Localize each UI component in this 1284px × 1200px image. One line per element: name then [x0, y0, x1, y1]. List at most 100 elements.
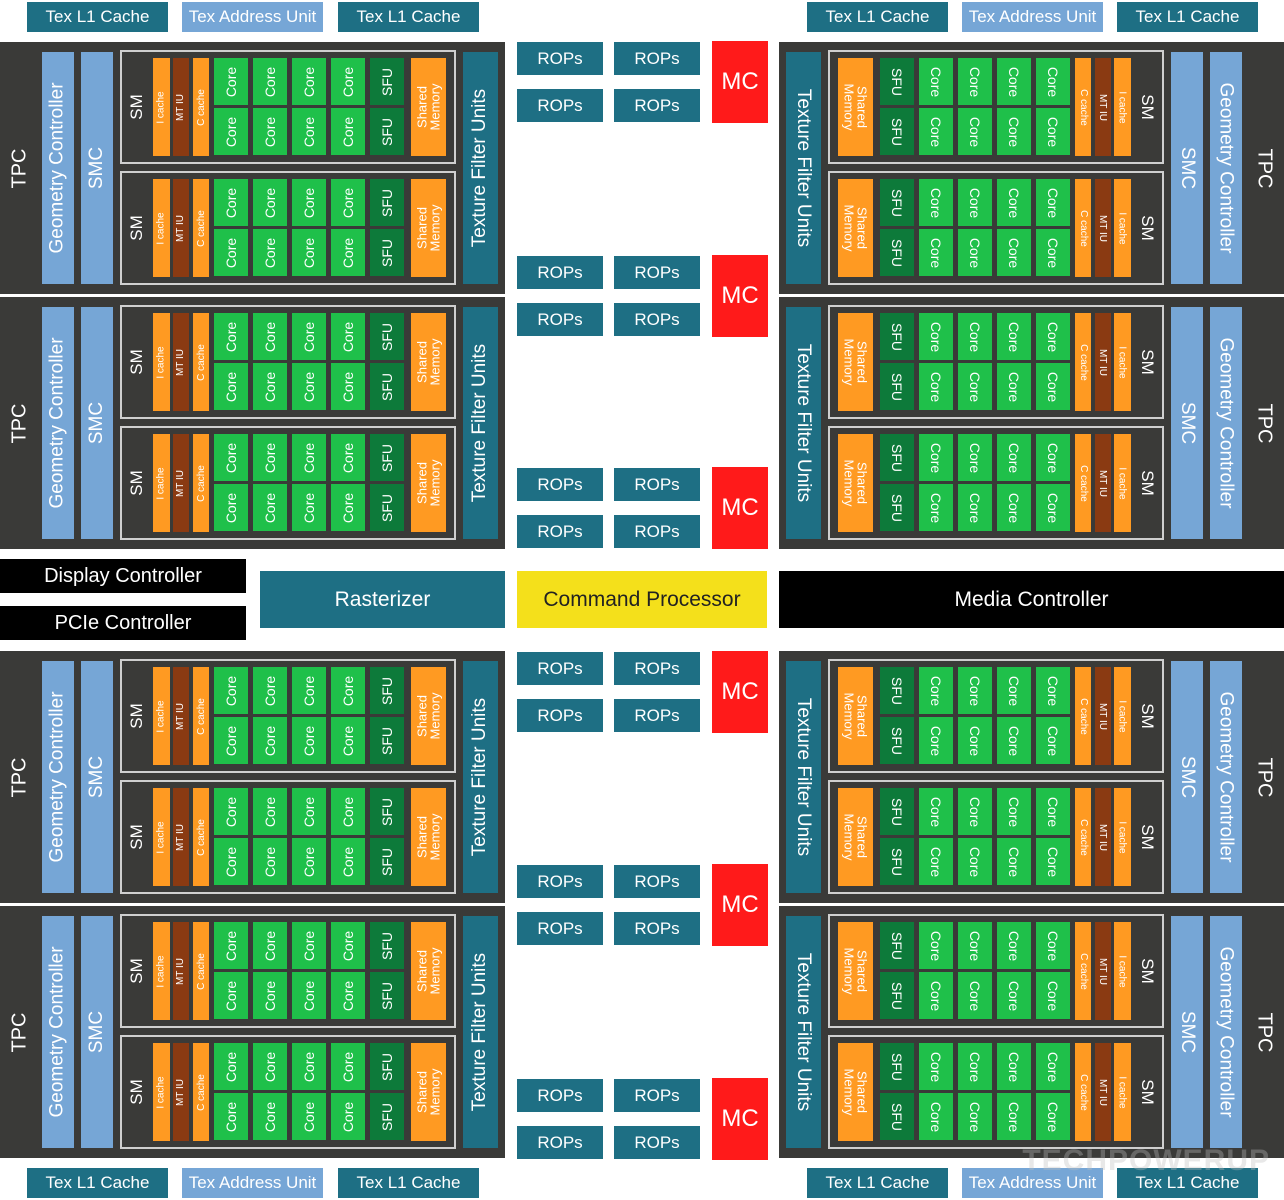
- smc: SMC: [81, 916, 113, 1148]
- core-unit-label: Core: [1005, 930, 1022, 961]
- shared-memory-label: Shared Memory: [414, 204, 443, 252]
- core-unit: Core: [331, 667, 365, 714]
- core-unit: Core: [997, 667, 1031, 714]
- i-cache: I cache: [153, 667, 170, 765]
- core-unit-label: Core: [927, 980, 944, 1011]
- sm-label: SM: [1136, 179, 1158, 277]
- core-unit-label: Core: [1005, 116, 1022, 147]
- shared-memory: Shared Memory: [838, 788, 873, 886]
- shared-memory: Shared Memory: [411, 179, 446, 277]
- rops-unit-label: ROPs: [634, 262, 680, 282]
- c-cache-label: C cache: [195, 88, 207, 126]
- core-unit: Core: [1036, 1093, 1070, 1140]
- core-unit-label: Core: [966, 492, 983, 523]
- memory-controller: MC: [712, 255, 768, 337]
- texture-filter-units-label: Texture Filter Units: [793, 343, 815, 503]
- shared-memory: Shared Memory: [838, 313, 873, 411]
- tex-address-unit: Tex Address Unit: [182, 2, 323, 32]
- shared-memory-label: Shared Memory: [841, 459, 870, 507]
- sfu-unit-label: SFU: [889, 238, 905, 267]
- core-unit: Core: [1036, 788, 1070, 835]
- rops-unit: ROPs: [517, 42, 603, 75]
- sfu-unit-label: SFU: [889, 117, 905, 146]
- core-unit-label: Core: [966, 237, 983, 268]
- i-cache-label: I cache: [1117, 1075, 1128, 1109]
- core-unit-label: Core: [261, 1101, 278, 1132]
- sfu-unit-label: SFU: [889, 797, 905, 826]
- geometry-controller: Geometry Controller: [42, 916, 74, 1148]
- texture-filter-units: Texture Filter Units: [786, 52, 821, 284]
- smc: SMC: [81, 307, 113, 539]
- sfu-unit: SFU: [370, 972, 404, 1019]
- tpc-label-label: TPC: [8, 757, 31, 797]
- rops-unit: ROPs: [517, 865, 603, 898]
- core-unit-label: Core: [339, 187, 356, 218]
- core-unit-label: Core: [222, 930, 239, 961]
- core-unit-label: Core: [222, 187, 239, 218]
- sfu-unit: SFU: [880, 363, 914, 410]
- core-unit-label: Core: [222, 442, 239, 473]
- mt-iu: MT IU: [173, 58, 189, 156]
- geometry-controller: Geometry Controller: [1210, 307, 1242, 539]
- sfu-unit: SFU: [370, 179, 404, 226]
- i-cache: I cache: [153, 922, 170, 1020]
- core-unit: Core: [997, 922, 1031, 969]
- core-unit-label: Core: [1005, 321, 1022, 352]
- core-unit-label: Core: [300, 116, 317, 147]
- sm-block: [120, 914, 456, 1028]
- rops-unit-label: ROPs: [537, 48, 583, 68]
- rops-unit: ROPs: [614, 303, 700, 336]
- core-unit-label: Core: [1044, 492, 1061, 523]
- sfu-unit-label: SFU: [379, 931, 395, 960]
- sfu-unit-label: SFU: [889, 1102, 905, 1131]
- core-unit: Core: [997, 229, 1031, 276]
- i-cache-label: I cache: [156, 211, 167, 245]
- core-unit: Core: [292, 179, 326, 226]
- rops-unit-label: ROPs: [634, 95, 680, 115]
- media-controller-label: Media Controller: [954, 587, 1109, 611]
- core-unit-label: Core: [966, 1051, 983, 1082]
- sm-label: SM: [1136, 788, 1158, 886]
- core-unit: Core: [1036, 717, 1070, 764]
- sfu-unit: SFU: [880, 179, 914, 226]
- smc-label: SMC: [86, 146, 108, 190]
- sm-label-label: SM: [1138, 958, 1157, 984]
- geometry-controller: Geometry Controller: [1210, 661, 1242, 893]
- smc-label: SMC: [1177, 755, 1199, 799]
- core-unit: Core: [253, 229, 287, 276]
- memory-controller: MC: [712, 41, 768, 123]
- core-unit: Core: [919, 434, 953, 481]
- i-cache: I cache: [1114, 788, 1131, 886]
- core-unit-label: Core: [1005, 371, 1022, 402]
- rops-unit: ROPs: [517, 1079, 603, 1112]
- tpc-label-label: TPC: [1253, 1012, 1276, 1052]
- tex-address-unit-label: Tex Address Unit: [968, 1173, 1097, 1192]
- texture-filter-units: Texture Filter Units: [786, 661, 821, 893]
- geometry-controller-label: Geometry Controller: [47, 337, 68, 509]
- mt-iu-label: MT IU: [1097, 214, 1109, 242]
- shared-memory: Shared Memory: [838, 58, 873, 156]
- rops-unit-label: ROPs: [634, 1085, 680, 1105]
- core-unit-label: Core: [1005, 1101, 1022, 1132]
- core-unit: Core: [997, 108, 1031, 155]
- sm-label-label: SM: [1138, 349, 1157, 375]
- sfu-unit: SFU: [880, 1043, 914, 1090]
- c-cache: C cache: [1075, 58, 1091, 156]
- core-unit-label: Core: [261, 796, 278, 827]
- core-unit: Core: [331, 108, 365, 155]
- mt-iu: MT IU: [173, 179, 189, 277]
- core-unit: Core: [292, 108, 326, 155]
- c-cache: C cache: [193, 1043, 209, 1141]
- sm-label-label: SM: [1138, 215, 1157, 241]
- core-unit-label: Core: [222, 675, 239, 706]
- shared-memory: Shared Memory: [411, 667, 446, 765]
- c-cache: C cache: [1075, 1043, 1091, 1141]
- core-unit-label: Core: [300, 930, 317, 961]
- core-unit-label: Core: [339, 66, 356, 97]
- sfu-unit-label: SFU: [889, 676, 905, 705]
- core-unit-label: Core: [1005, 796, 1022, 827]
- c-cache: C cache: [193, 179, 209, 277]
- core-unit-label: Core: [300, 846, 317, 877]
- core-unit: Core: [214, 922, 248, 969]
- core-unit-label: Core: [300, 675, 317, 706]
